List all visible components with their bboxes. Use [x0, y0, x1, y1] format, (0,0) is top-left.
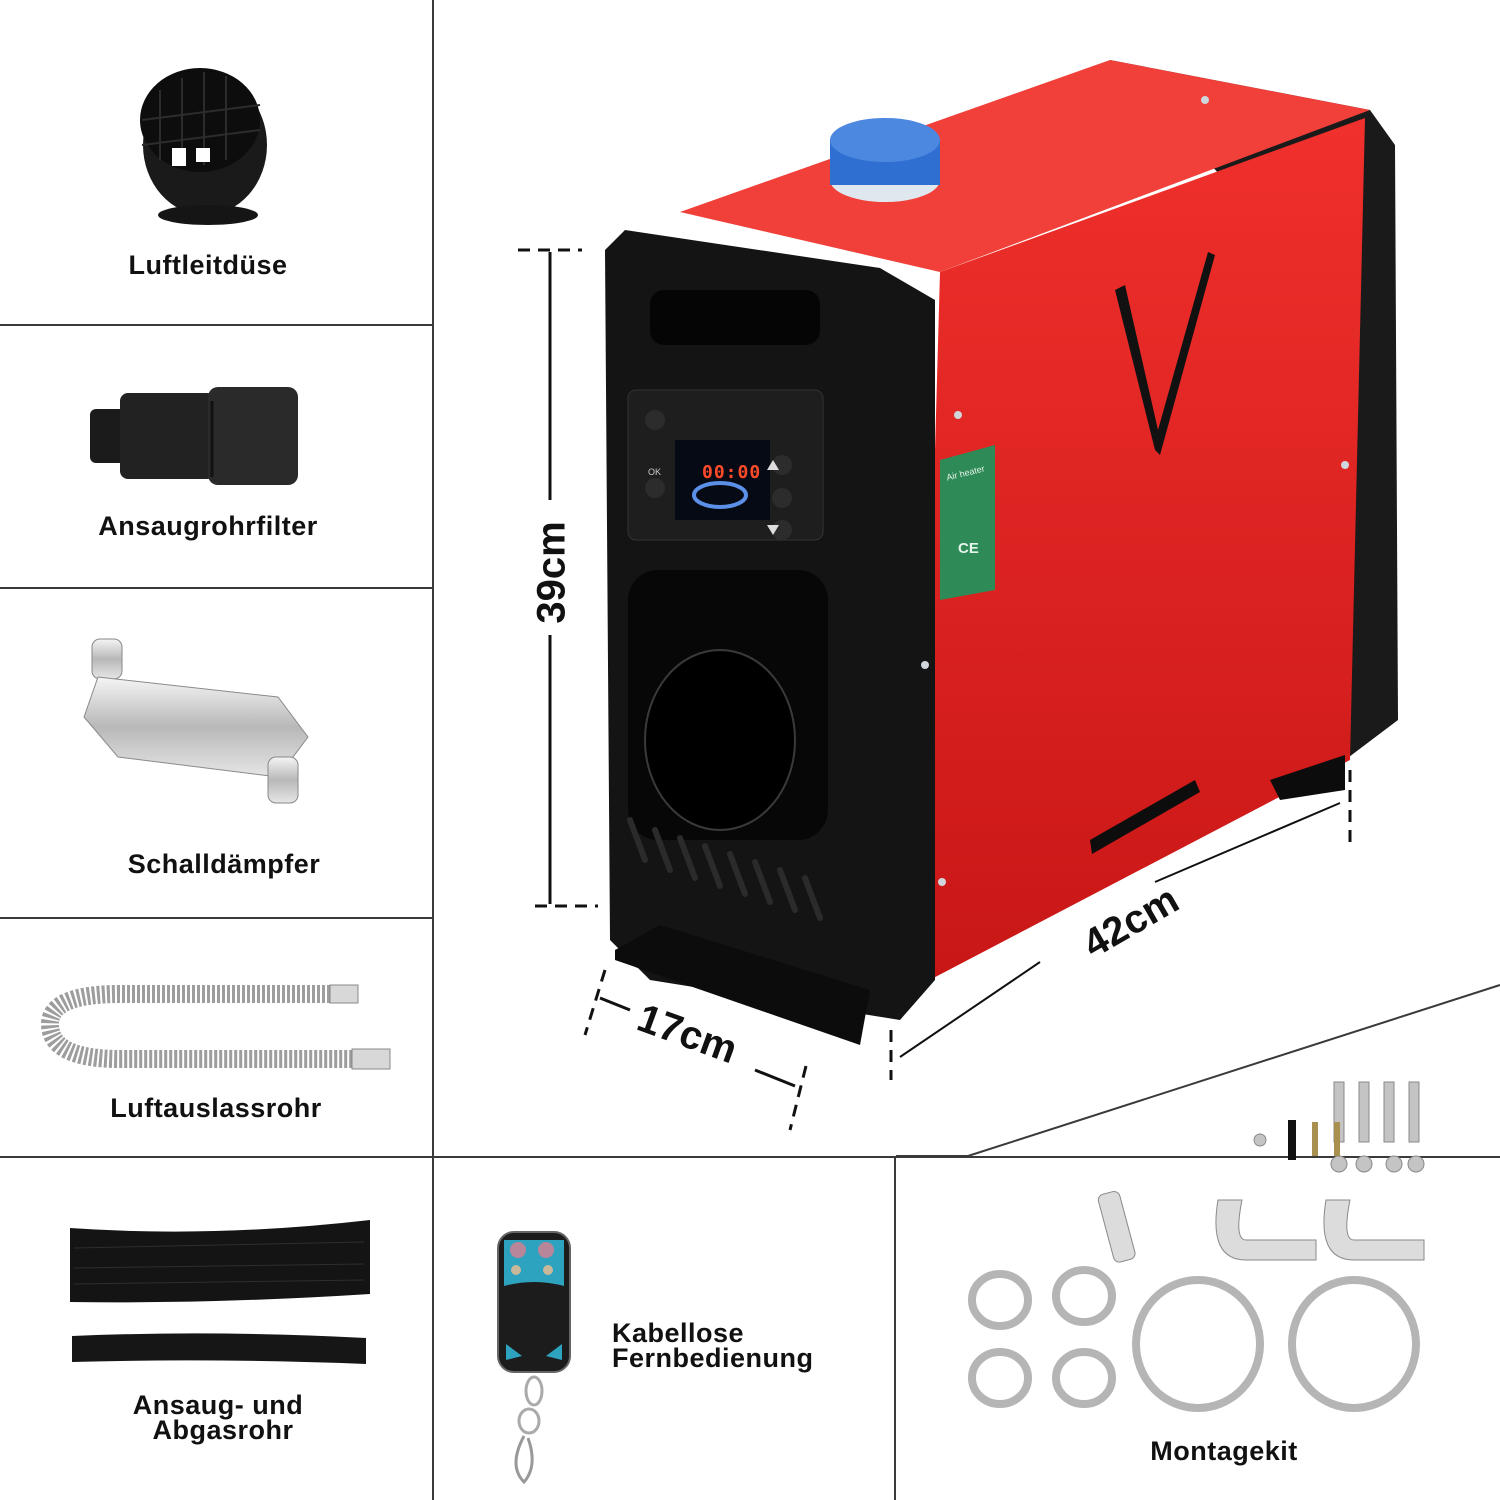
label-luftauslassrohr: Luftauslassrohr [110, 1093, 322, 1123]
lcd-time-display: 00:00 [702, 462, 762, 483]
dimension-height-label: 39cm [529, 521, 574, 624]
air-nozzle-icon [140, 68, 267, 225]
grid-h1 [0, 324, 434, 326]
diesel-heater-illustration [605, 60, 1398, 1045]
remote-control-icon [497, 1231, 571, 1485]
muffler-icon [83, 638, 309, 804]
mounting-kit-icon [968, 1081, 1425, 1412]
accessory-cell-ansaug-abgasrohr: Ansaug- und Abgasrohr [0, 1158, 432, 1500]
accessory-cell-luftleitduese: Luftleitdüse [0, 0, 432, 324]
hose-icon [70, 1220, 370, 1364]
label-schalldaempfer: Schalldämpfer [127, 849, 321, 879]
label-fernbedienung-line2: Fernbedienung [612, 1343, 814, 1373]
panel-ok-label: OK [648, 467, 662, 477]
label-luftleitduese: Luftleitdüse [128, 250, 288, 280]
accessory-cell-montagekit: Montagekit [896, 1060, 1500, 1500]
grid-vertical-bottom-right [894, 1156, 896, 1500]
label-ansaug-abgasrohr-line1: Ansaug- und [132, 1390, 304, 1420]
heater-product: 00:00 OK Air heater CE [440, 0, 1500, 1150]
accessory-cell-schalldaempfer: Schalldämpfer [0, 589, 432, 917]
accessory-cell-ansaugrohrfilter: Ansaugrohrfilter [0, 326, 432, 587]
label-ansaugrohrfilter: Ansaugrohrfilter [98, 511, 318, 541]
label-ansaug-abgasrohr-line2: Abgasrohr [152, 1415, 294, 1445]
grid-h4 [0, 1156, 1500, 1158]
grid-h2 [0, 587, 434, 589]
flex-pipe-icon [40, 984, 391, 1070]
grid-h3 [0, 917, 434, 919]
label-fernbedienung-line1: Kabellose [612, 1318, 745, 1348]
accessory-cell-luftauslassrohr: Luftauslassrohr [0, 919, 432, 1156]
ce-mark: CE [958, 540, 979, 557]
intake-filter-icon [90, 387, 298, 485]
label-montagekit: Montagekit [1150, 1436, 1298, 1466]
accessory-cell-fernbedienung: Kabellose Fernbedienung [434, 1158, 894, 1500]
grid-vertical-left [432, 0, 434, 1500]
